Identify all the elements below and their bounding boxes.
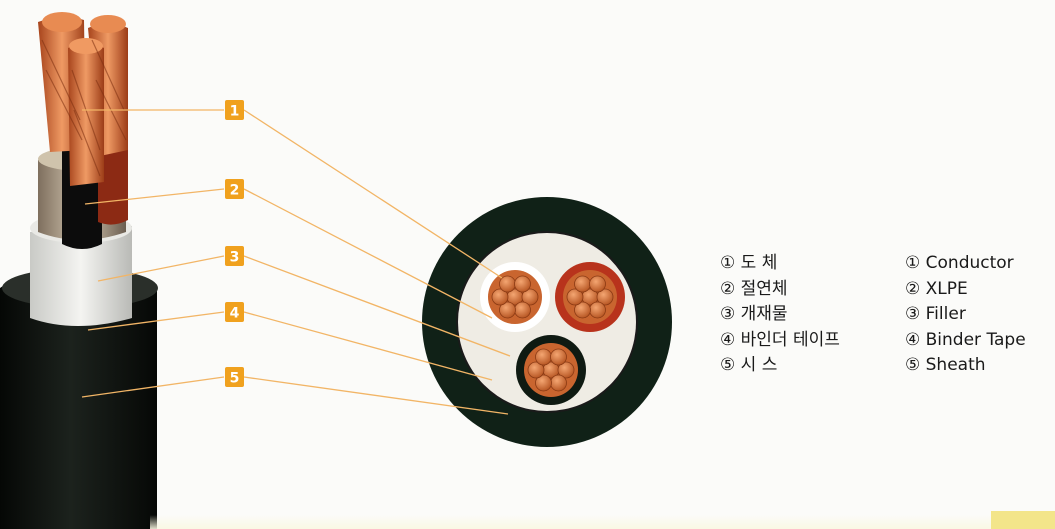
strand-wire <box>596 288 614 306</box>
leader-line-5-right <box>243 376 509 415</box>
callout-4-label: 4 <box>230 306 240 322</box>
legend-korean: ① 도 체 ② 절연체 ③ 개재물 ④ 바인더 테이프 ⑤ 시 스 <box>720 251 840 379</box>
legend-english: ① Conductor ② XLPE ③ Filler ④ Binder Tap… <box>905 251 1026 379</box>
legend-english-item-1: ① Conductor <box>905 253 1014 273</box>
conductor-top-left <box>42 12 82 32</box>
callout-2: 2 <box>225 179 244 199</box>
floor-shadow <box>150 515 1000 529</box>
strand-wire <box>557 361 575 379</box>
sheath-layer <box>0 269 157 529</box>
strand-wire <box>589 301 606 319</box>
strand-wire <box>491 288 509 306</box>
leader-line-4-right <box>243 311 493 381</box>
strand-wire <box>550 348 567 366</box>
cable-side-view <box>0 12 158 529</box>
callout-5-label: 5 <box>230 371 240 387</box>
leader-line-5-left <box>81 376 225 398</box>
strand-wire <box>499 275 516 293</box>
conductor-top-front <box>69 38 103 54</box>
strand-wire <box>535 374 552 392</box>
section-strands <box>491 275 614 392</box>
strand-wire <box>527 361 545 379</box>
leader-lines <box>81 109 511 415</box>
strand-wire <box>514 301 531 319</box>
legend-english-item-4: ④ Binder Tape <box>905 329 1026 350</box>
strand-wire <box>574 301 591 319</box>
conductor-top-back <box>90 15 126 33</box>
legend-english-item-3: ③ Filler <box>905 304 966 324</box>
strand-wire <box>574 275 591 293</box>
callout-4: 4 <box>225 302 244 322</box>
legend-english-item-5: ⑤ Sheath <box>905 355 986 375</box>
callout-1: 1 <box>225 100 244 120</box>
legend-korean-item-5: ⑤ 시 스 <box>720 355 778 375</box>
strand-texture <box>41 39 127 177</box>
legend-korean-item-4: ④ 바인더 테이프 <box>720 329 840 350</box>
leader-line-2-right <box>243 188 493 319</box>
cable-cross-section <box>422 197 672 447</box>
strand-wire <box>521 288 539 306</box>
corner-color-swatch <box>991 511 1055 529</box>
leader-line-4-left <box>87 311 225 331</box>
strand-wire <box>499 301 516 319</box>
strand-wire <box>589 275 606 293</box>
strand-wire <box>550 374 567 392</box>
callout-3: 3 <box>225 246 244 266</box>
callout-5: 5 <box>225 367 244 387</box>
legend-korean-item-2: ② 절연체 <box>720 278 788 299</box>
legend-korean-item-3: ③ 개재물 <box>720 304 788 324</box>
leader-line-3-left <box>97 255 225 282</box>
legend-korean-item-1: ① 도 체 <box>720 253 778 273</box>
insulation-core-red <box>98 138 128 225</box>
callout-2-label: 2 <box>230 183 240 199</box>
leader-line-1-right <box>243 109 503 279</box>
conductor-strand-front <box>68 38 104 186</box>
strand-wire <box>566 288 584 306</box>
strand-wire <box>514 275 531 293</box>
leader-line-3-right <box>243 255 511 357</box>
leader-line-2-left <box>84 188 225 205</box>
callout-3-label: 3 <box>230 250 240 266</box>
legend-english-item-2: ② XLPE <box>905 278 968 299</box>
strand-wire <box>535 348 552 366</box>
binder-tape-layer <box>30 226 132 326</box>
callout-1-label: 1 <box>230 104 240 120</box>
